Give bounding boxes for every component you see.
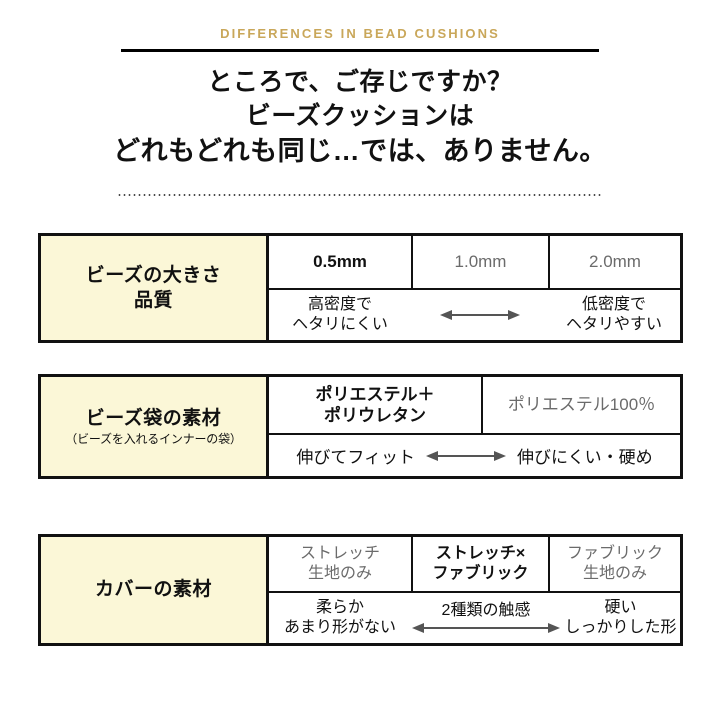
table-options-row: 0.5mm 1.0mm 2.0mm [269, 236, 680, 290]
scale-arrow-container [411, 621, 561, 635]
option-line-1: ストレッチ× [435, 544, 526, 562]
option-cell: ストレッチ× ファブリック [411, 537, 548, 591]
scale-middle-label: 2種類の触感 [441, 602, 531, 620]
table-label-main: ビーズ袋の素材 [85, 407, 222, 429]
scale-left-description: 伸びてフィット [296, 448, 415, 467]
scale-arrow-container [425, 449, 507, 463]
table-content: ポリエステル＋ ポリウレタン ポリエステル100％ 伸びてフィット 伸びにくい・… [269, 377, 680, 476]
option-cell: ストレッチ 生地のみ [269, 537, 411, 591]
eyebrow-title: DIFFERENCES IN BEAD CUSHIONS [220, 26, 500, 41]
table-scale-row: 柔らか あまり形がない 2種類の触感 硬い しっかりした形 [269, 593, 680, 643]
comparison-table-bead-bag-material: ビーズ袋の素材 （ビーズを入れるインナーの袋） ポリエステル＋ ポリウレタン ポ… [38, 374, 683, 479]
scale-right-description: 低密度で ヘタリやすい [548, 295, 680, 335]
option-line-1: ストレッチ [299, 544, 380, 562]
scale-arrow-container [411, 308, 548, 322]
comparison-table-bead-size: ビーズの大きさ 品質 0.5mm 1.0mm 2.0mm 高密度で ヘタリにくい [38, 233, 683, 343]
scale-left-line-1: 高密度で [307, 296, 372, 313]
page-headline: ところで、ご存じですか？ ビーズクッションは どれもどれも同じ…では、ありません… [0, 66, 720, 169]
headline-line-3: どれもどれも同じ…では、ありません。 [113, 136, 607, 166]
comparison-table-cover-material: カバーの素材 ストレッチ 生地のみ ストレッチ× ファブリック ファブリック 生… [38, 534, 683, 646]
table-label-main: ビーズの大きさ [85, 264, 222, 286]
scale-left-line-2: あまり形がない [283, 619, 396, 636]
scale-right-line-1: 硬い [604, 599, 637, 617]
option-cell: ファブリック 生地のみ [548, 537, 680, 591]
option-cell: 1.0mm [411, 236, 548, 288]
table-label-cell: ビーズの大きさ 品質 [41, 236, 269, 340]
table-content: 0.5mm 1.0mm 2.0mm 高密度で ヘタリにくい 低密度で [269, 236, 680, 340]
option-line-2: ファブリック [432, 565, 529, 582]
option-line-2: ポリウレタン [324, 406, 426, 425]
scale-left-description: 高密度で ヘタリにくい [269, 295, 411, 335]
header-divider-rule [121, 49, 599, 52]
option-line-1: ファブリック [566, 544, 663, 562]
table-label-cell: カバーの素材 [41, 537, 269, 643]
option-cell: ポリエステル＋ ポリウレタン [269, 377, 481, 433]
headline-line-2: ビーズクッションは [245, 101, 475, 130]
double-headed-arrow-icon [426, 450, 506, 461]
scale-left-description: 柔らか あまり形がない [269, 598, 411, 637]
scale-right-line-2: しっかりした形 [564, 619, 677, 636]
option-line-2: 生地のみ [582, 565, 647, 582]
option-cell: 0.5mm [313, 252, 367, 272]
scale-middle-description: 2種類の触感 [411, 601, 561, 635]
scale-left-line-1: 柔らか [315, 599, 364, 617]
headline-line-1: ところで、ご存じですか？ [207, 68, 513, 96]
double-headed-arrow-icon [439, 310, 520, 320]
table-options-row: ポリエステル＋ ポリウレタン ポリエステル100％ [269, 377, 680, 435]
scale-right-description: 伸びにくい・硬め [517, 448, 653, 467]
table-scale-row: 高密度で ヘタリにくい 低密度で ヘタリやすい [269, 290, 680, 340]
scale-right-line-2: ヘタリやすい [565, 316, 662, 333]
table-label-sub: （ビーズを入れるインナーの袋） [65, 431, 242, 446]
table-options-row: ストレッチ 生地のみ ストレッチ× ファブリック ファブリック 生地のみ [269, 537, 680, 593]
option-cell: 2.0mm [548, 236, 680, 288]
double-headed-arrow-icon [412, 622, 560, 633]
scale-left-line-2: ヘタリにくい [292, 316, 388, 333]
table-label-cell: ビーズ袋の素材 （ビーズを入れるインナーの袋） [41, 377, 269, 476]
option-line-1: ポリエステル＋ [315, 384, 435, 404]
table-label-main: カバーの素材 [94, 579, 212, 601]
scale-right-description: 硬い しっかりした形 [561, 598, 680, 637]
dotted-divider [117, 194, 603, 196]
scale-right-line-1: 低密度で [581, 296, 646, 313]
table-content: ストレッチ 生地のみ ストレッチ× ファブリック ファブリック 生地のみ 柔らか [269, 537, 680, 643]
option-cell: ポリエステル100％ [481, 377, 680, 433]
option-line-2: 生地のみ [307, 565, 372, 582]
table-scale-row: 伸びてフィット 伸びにくい・硬め [269, 435, 680, 476]
table-label-main-2: 品質 [133, 290, 173, 311]
